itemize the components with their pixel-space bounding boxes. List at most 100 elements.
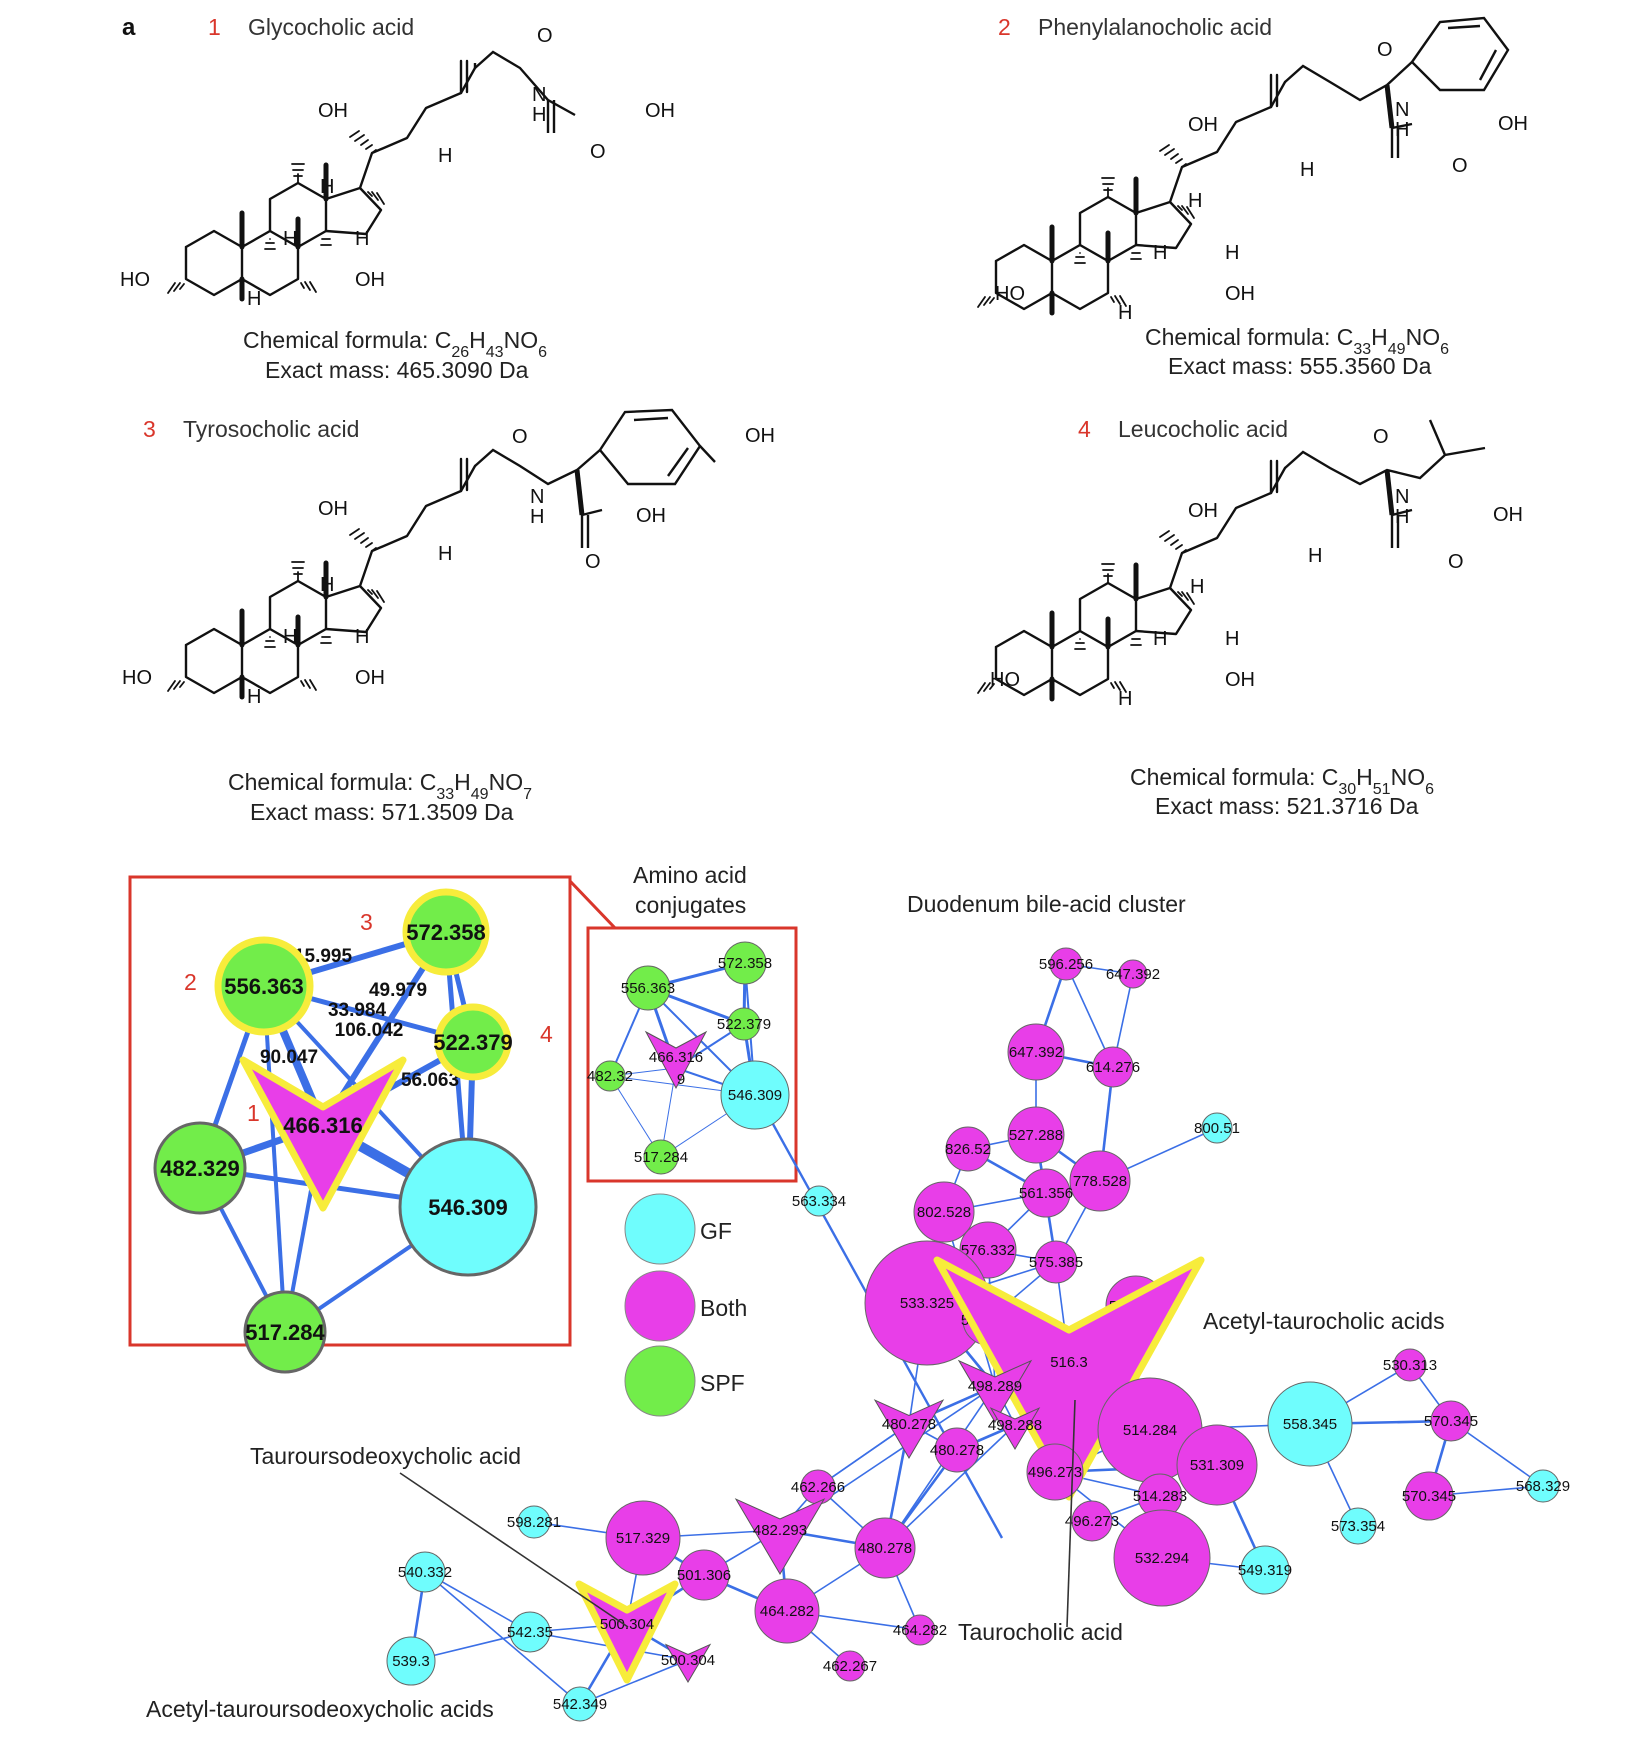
inset-node-label: 522.379 [433, 1030, 513, 1055]
network-node [1430, 1400, 1472, 1442]
network-node-label: 800.51 [1194, 1120, 1240, 1137]
network-node [1071, 1500, 1113, 1542]
amide-n: N [1395, 99, 1409, 121]
network-node [734, 1498, 826, 1575]
network-node [1176, 1424, 1258, 1506]
amide-h: H [1395, 506, 1409, 528]
network-node-label: 647.392 [1009, 1044, 1063, 1061]
cluster-node [723, 941, 767, 985]
inset-node-label: 546.309 [428, 1195, 508, 1220]
chemical-formula: Chemical formula: C33H49NO7 [228, 769, 532, 803]
network-node-label: 539.3 [392, 1653, 430, 1670]
structure-4: 4 Leucocholic acid O N H OH O OH H H H H… [978, 416, 1523, 819]
h-17: H [438, 145, 452, 167]
cluster-node [594, 1060, 626, 1092]
network-node-label: 480.278 [858, 1540, 912, 1557]
cluster-node-label: 572.358 [718, 955, 772, 972]
tudca-pointer [399, 1472, 629, 1628]
network-node [1201, 1112, 1233, 1144]
structure-number: 3 [143, 416, 156, 442]
network-node [1526, 1469, 1560, 1503]
network-node-label: 575.385 [1029, 1254, 1083, 1271]
carbonyl-o: O [512, 426, 528, 448]
h-9: H [1153, 242, 1167, 264]
h-8: H [320, 574, 334, 596]
h-8: H [1188, 190, 1202, 212]
network-node-label: 598.281 [507, 1514, 561, 1531]
network-node [605, 1500, 681, 1576]
taurocholic-pointer [1066, 1399, 1076, 1628]
network-node-label: 516.3 [1050, 1354, 1088, 1371]
ho-3: HO [122, 667, 152, 689]
amide-n: N [530, 486, 544, 508]
exact-mass: Exact mass: 571.3509 Da [250, 799, 514, 825]
network-node [562, 1686, 598, 1722]
h-5: H [1118, 688, 1132, 710]
chemical-formula: Chemical formula: C30H51NO6 [1130, 764, 1434, 798]
acetyl-taurocholic-label: Acetyl-taurocholic acids [1203, 1308, 1445, 1334]
network-node [904, 1614, 936, 1646]
network-node-label: 561.356 [1019, 1185, 1073, 1202]
structure-name: Leucocholic acid [1118, 416, 1288, 442]
inset-node-label: 466.316 [283, 1113, 363, 1138]
structure-number: 2 [998, 14, 1011, 40]
structure-1: 1 Glycocholic acid O N H OH O OH H H H H… [120, 14, 675, 383]
structure-number: 4 [1078, 416, 1091, 442]
h-8: H [320, 176, 334, 198]
inset-connector [568, 879, 619, 930]
chemical-formula: Chemical formula: C26H43NO6 [243, 327, 547, 361]
amide-n: N [532, 84, 546, 106]
phenol-oh: OH [745, 425, 775, 447]
network-node-label: 480.278 [930, 1442, 984, 1459]
network-node-label: 500.304 [661, 1652, 715, 1669]
inset-node-label: 517.284 [245, 1320, 325, 1345]
ho-3: HO [995, 283, 1025, 305]
h-14: H [355, 228, 369, 250]
legend-label-both: Both [700, 1295, 747, 1321]
inset-node [434, 1003, 512, 1081]
oh-7: OH [1225, 669, 1255, 691]
h-5: H [1118, 302, 1132, 324]
network-node-label: 802.528 [917, 1204, 971, 1221]
network-node-label: 496.273 [1065, 1513, 1119, 1530]
legend-swatch-both [624, 1270, 696, 1342]
acetyl-tudca-label: Acetyl-tauroursodeoxycholic acids [146, 1696, 494, 1722]
inset-node [153, 1121, 247, 1215]
network-node-label: 647.392 [1106, 966, 1160, 983]
network-node-label: 542.349 [553, 1696, 607, 1713]
amide-h: H [532, 104, 546, 126]
amino-acid-cluster: 572.358556.363522.379466.316482.32546.30… [587, 941, 1004, 1539]
h-5: H [247, 288, 261, 310]
structure-name: Glycocholic acid [248, 14, 414, 40]
network-node-label: 532.294 [1135, 1550, 1189, 1567]
oh-12: OH [318, 100, 348, 122]
amide-h: H [1395, 119, 1409, 141]
inset-frame [128, 875, 572, 1347]
network-node-label: 498.288 [988, 1417, 1042, 1434]
network-node [509, 1611, 551, 1653]
network-node-label: 500.304 [600, 1616, 654, 1633]
network-node-label: 527.288 [1009, 1127, 1063, 1144]
network-node [1267, 1381, 1353, 1467]
acid-o: O [585, 551, 601, 573]
network-node [575, 1580, 679, 1684]
network-node [1069, 1150, 1131, 1212]
carbonyl-o: O [537, 25, 553, 47]
network-edge [424, 1571, 581, 1705]
network-node [517, 1505, 551, 1539]
network-node-label: 558.345 [1283, 1416, 1337, 1433]
oh-12: OH [1188, 114, 1218, 136]
duodenum-cluster-label: Duodenum bile-acid cluster [907, 891, 1186, 917]
h-8: H [1190, 576, 1204, 598]
network-node-label: 498.289 [968, 1378, 1022, 1395]
inset-node-number: 2 [184, 969, 197, 995]
network-node [1393, 1348, 1427, 1382]
acid-o: O [1452, 155, 1468, 177]
inset-node-number: 4 [540, 1021, 553, 1047]
network-node [1007, 1106, 1065, 1164]
network-node [957, 1359, 1033, 1423]
structure-number: 1 [208, 14, 221, 40]
network-edge [579, 1659, 689, 1705]
network-node [1049, 947, 1083, 981]
edge-mass-diff: 33.984 [328, 1000, 387, 1021]
